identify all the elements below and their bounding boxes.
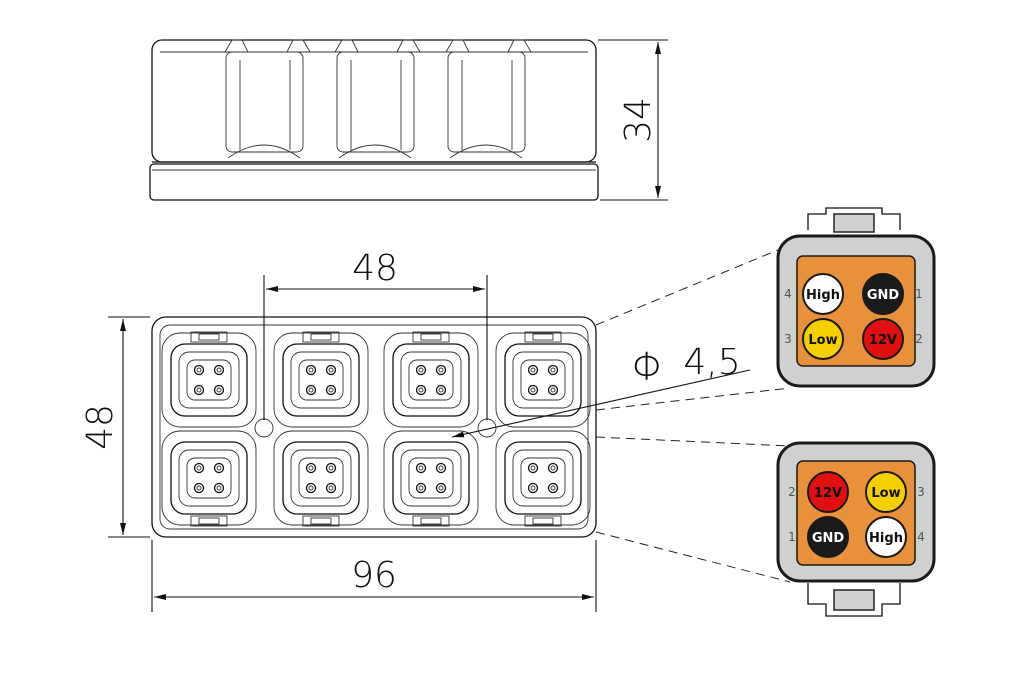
socket	[161, 430, 257, 527]
pin-low: Low 3	[865, 471, 925, 513]
pin-high: High 4	[784, 273, 844, 315]
hole-diameter-callout: Φ 4,5	[451, 342, 751, 438]
dim-34-label: 34	[618, 97, 659, 143]
height-dimension-side: 34	[598, 39, 668, 201]
pin-number: 2	[788, 485, 796, 499]
dim-48-spacing-label: 48	[352, 248, 398, 289]
pin-number: 2	[915, 332, 923, 346]
diameter-symbol: Φ	[632, 345, 665, 389]
side-view: 34	[149, 39, 668, 201]
height-dimension-top: 48	[80, 316, 150, 538]
pin-label: High	[806, 288, 840, 303]
pin-number: 1	[788, 530, 796, 544]
pin-number: 4	[784, 287, 792, 301]
mount-hole-left	[254, 418, 274, 438]
side-view-ribs	[160, 39, 588, 159]
connector-sockets	[161, 331, 591, 527]
pin-label: 12V	[869, 333, 897, 348]
socket	[383, 430, 479, 527]
pin-label: GND	[812, 531, 845, 546]
pin-label: 12V	[814, 486, 842, 501]
leader-lines	[595, 244, 791, 583]
pin-gnd: GND 1	[862, 273, 923, 315]
pin-low: Low 3	[784, 318, 844, 360]
pin-number: 1	[915, 287, 923, 301]
dim-48-height-label: 48	[80, 404, 121, 450]
pin-12v: 12V 2	[862, 318, 923, 360]
pin-label: High	[869, 531, 903, 546]
socket	[383, 331, 479, 428]
pin-label: GND	[867, 288, 900, 303]
socket	[273, 430, 369, 527]
socket	[495, 331, 591, 428]
pin-label: Low	[871, 486, 900, 501]
dim-4-5-label: 4,5	[683, 342, 740, 383]
pin-number: 4	[917, 530, 925, 544]
socket	[495, 430, 591, 527]
spacing-dimension: 48	[263, 248, 488, 420]
width-dimension: 96	[151, 540, 597, 612]
pin-number: 3	[917, 485, 925, 499]
pin-gnd: GND 1	[788, 516, 849, 558]
pin-12v: 12V 2	[788, 471, 849, 513]
socket	[161, 331, 257, 428]
socket	[273, 331, 369, 428]
top-view: 48 48 96 Φ 4,5	[80, 244, 791, 612]
pin-label: Low	[808, 333, 837, 348]
dim-96-label: 96	[351, 555, 397, 596]
pin-high: High 4	[865, 516, 925, 558]
pin-number: 3	[784, 332, 792, 346]
